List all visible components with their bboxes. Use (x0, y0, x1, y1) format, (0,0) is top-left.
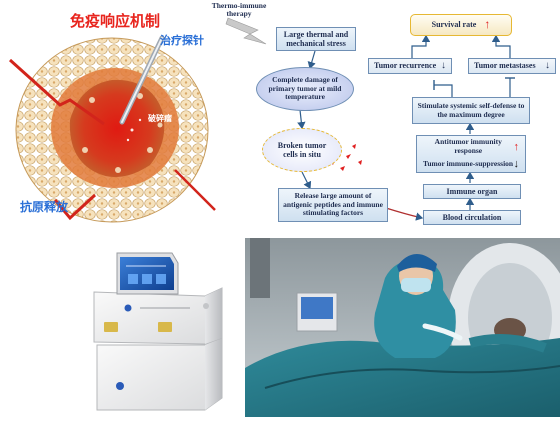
immune-organ-box: Immune organ (423, 184, 521, 199)
survival-label: Survival rate (431, 20, 477, 30)
probe-label: 治疗探针 (160, 34, 204, 47)
blood-circulation-box: Blood circulation (423, 210, 521, 225)
surgery-photo (245, 238, 560, 417)
antigen-label: 抗原释放 (20, 200, 69, 214)
suppression-label: Tumor immune-suppression (423, 158, 514, 168)
therapy-device-illustration (93, 252, 223, 411)
metastases-down-arrow-icon: ↓ (545, 60, 550, 72)
broken-cells-oval: Broken tumor cells in situ (262, 128, 342, 172)
operating-room-scene (245, 238, 560, 417)
increase-arrow-icon: ↑ (513, 140, 520, 153)
damage-oval: Complete damage of primary tumor at mild… (256, 67, 354, 111)
survival-box: Survival rate ↑ (410, 14, 512, 36)
metastases-label: Tumor metastases (474, 61, 536, 71)
recurrence-box: Tumor recurrence ↓ (368, 58, 452, 74)
device-photo (0, 238, 245, 417)
metastases-box: Tumor metastases ↓ (468, 58, 556, 74)
survival-up-arrow-icon: ↑ (484, 17, 491, 32)
immunity-box: Antitumor immunity response ↑ Tumor immu… (416, 135, 526, 173)
tumor-illustration: 免疫响应机制 治疗探针 破碎瘤 抗原释放 (0, 0, 235, 235)
recurrence-down-arrow-icon: ↓ (441, 60, 446, 72)
mechanism-title: 免疫响应机制 (70, 12, 161, 30)
fragment-label: 破碎瘤 (148, 114, 172, 123)
lightning-bolt-icon (225, 17, 267, 45)
immunity-response-label: Antitumor immunity response (434, 137, 502, 155)
therapy-title: Thermo-immune therapy (211, 1, 267, 19)
tumor-cell-cluster (8, 35, 216, 223)
decrease-arrow-icon: ↓ (513, 157, 520, 170)
recurrence-label: Tumor recurrence (374, 61, 437, 71)
stress-box: Large thermal and mechanical stress (276, 27, 356, 51)
stimulate-box: Stimulate systemic self-defense to the m… (412, 97, 530, 124)
release-box: Release large amount of antigenic peptid… (278, 188, 388, 222)
